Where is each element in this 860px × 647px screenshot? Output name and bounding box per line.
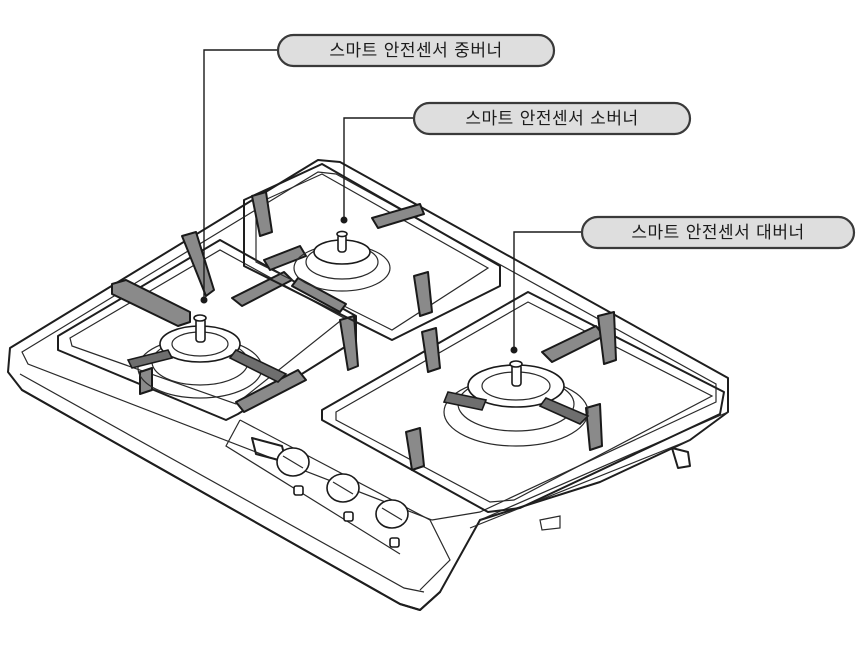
knob-left[interactable]: [276, 447, 310, 496]
knob-right[interactable]: [375, 499, 409, 548]
left-burner-zone: [57, 231, 359, 421]
control-panel: [251, 437, 409, 548]
knob-middle[interactable]: [326, 473, 360, 522]
back-burner-zone: [243, 163, 501, 341]
callout-label-large-burner: 스마트 안전센서 대버너: [631, 223, 804, 243]
callout-large-burner: 스마트 안전센서 대버너: [510, 215, 856, 354]
callout-small-burner: 스마트 안전센서 소버너: [340, 101, 692, 224]
cooktop-body: [7, 159, 729, 611]
callout-middle-burner: 스마트 안전센서 중버너: [200, 33, 556, 304]
callout-label-small-burner: 스마트 안전센서 소버너: [465, 109, 638, 129]
callout-label-middle-burner: 스마트 안전센서 중버너: [329, 41, 502, 61]
right-burner-zone: [321, 291, 725, 513]
